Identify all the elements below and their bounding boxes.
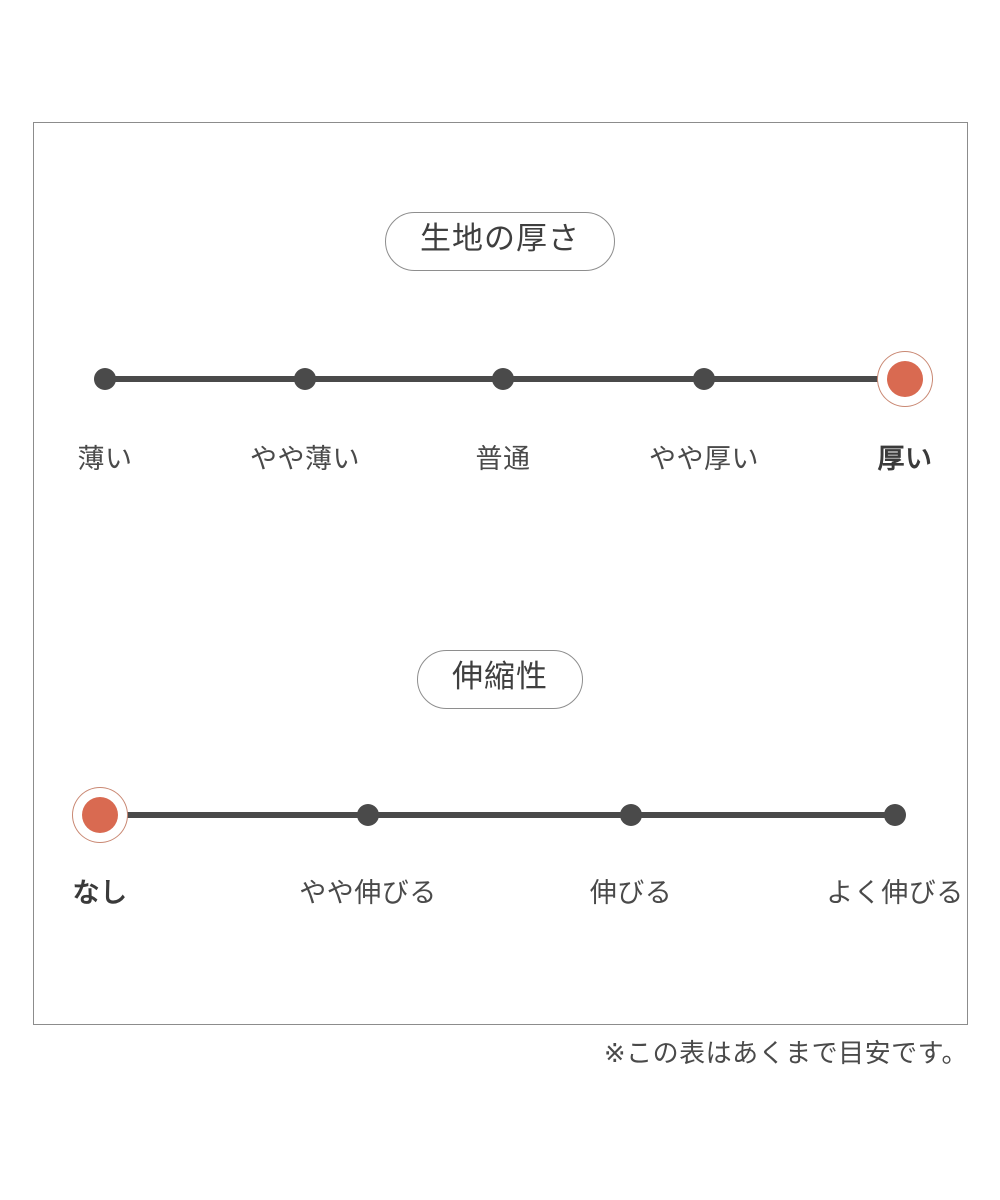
scale-dot-stretch-0-selected[interactable] — [82, 797, 118, 833]
scale-dot-thickness-1[interactable] — [294, 368, 316, 390]
scale-dot-thickness-4-selected[interactable] — [887, 361, 923, 397]
section-title-thickness-label: 生地の厚さ — [385, 212, 615, 271]
footnote-note: ※この表はあくまで目安です。 — [603, 1039, 968, 1069]
spec-chart-frame — [33, 122, 968, 1025]
scale-dot-thickness-3[interactable] — [693, 368, 715, 390]
section-title-stretch-label: 伸縮性 — [417, 650, 583, 709]
scale-dot-stretch-2[interactable] — [620, 804, 642, 826]
section-title-thickness: 生地の厚さ — [0, 212, 1000, 271]
scale-dot-stretch-1[interactable] — [357, 804, 379, 826]
scale-dot-thickness-0[interactable] — [94, 368, 116, 390]
section-title-stretch: 伸縮性 — [0, 650, 1000, 709]
scale-dot-stretch-3[interactable] — [884, 804, 906, 826]
scale-dot-thickness-2[interactable] — [492, 368, 514, 390]
